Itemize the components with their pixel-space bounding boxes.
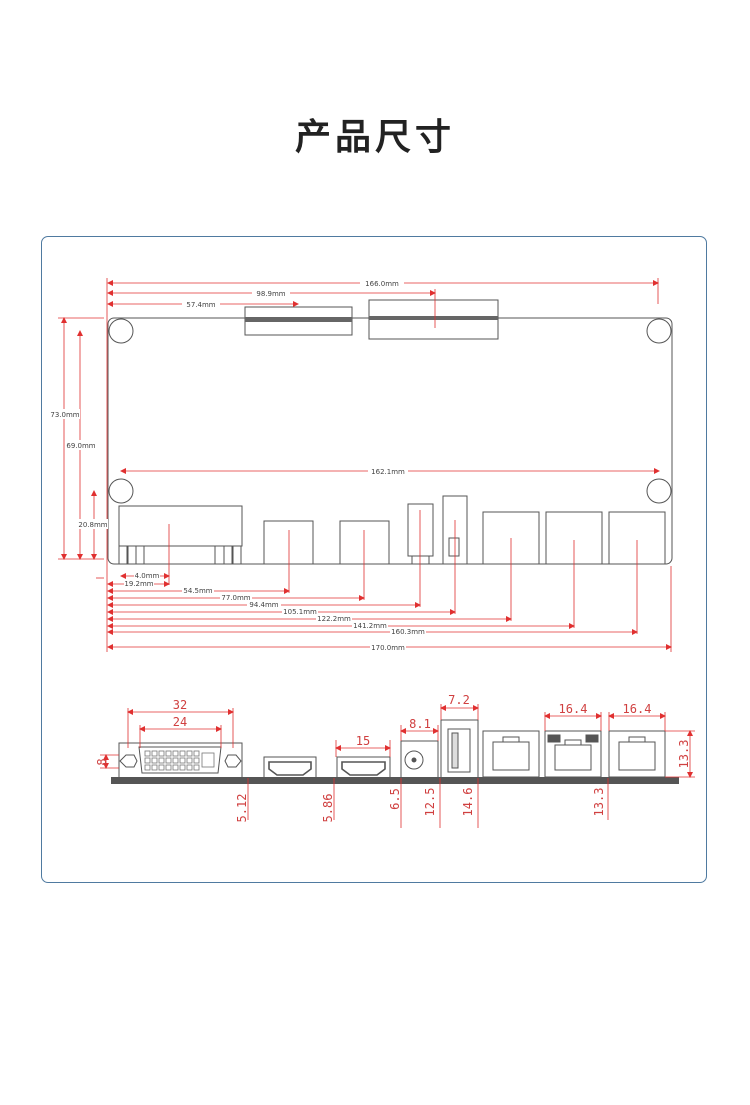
dim-170: 170.0mm (371, 644, 405, 652)
mount-hole-bottom-right (646, 478, 672, 504)
dim-w16-4-b: 16.4 (623, 702, 652, 716)
front-view (111, 719, 679, 784)
dc-jack-front (400, 740, 439, 779)
hdmi-port-2-topview (339, 520, 390, 565)
dc-jack-topview (407, 503, 434, 565)
dim-h13-3: 13.3 (677, 740, 691, 769)
dim-141-2: 141.2mm (353, 622, 387, 630)
dim-v5-12: 5.12 (235, 794, 249, 823)
dim-w8-1: 8.1 (409, 717, 431, 731)
connector-top-small (244, 306, 353, 336)
mount-hole-bottom-left (108, 478, 134, 504)
dim-v5-86: 5.86 (321, 794, 335, 823)
dim-69: 69.0mm (66, 442, 95, 450)
hdmi-port-1-topview (263, 520, 314, 565)
dim-w32: 32 (173, 698, 187, 712)
dim-v12-5: 12.5 (423, 788, 437, 817)
dim-57-4: 57.4mm (186, 301, 215, 309)
dim-98-9: 98.9mm (256, 290, 285, 298)
front-view-labels: 32 24 8 15 8.1 7.2 16.4 16.4 13.3 5.12 5… (95, 693, 691, 822)
dim-77: 77.0mm (221, 594, 250, 602)
dim-w16-4-a: 16.4 (559, 702, 588, 716)
dvi-port-front (118, 742, 243, 779)
dim-122-2: 122.2mm (317, 615, 351, 623)
dim-162-1: 162.1mm (371, 468, 405, 476)
dim-166: 166.0mm (365, 280, 399, 288)
front-view-dims (103, 705, 693, 778)
dim-94-4: 94.4mm (249, 601, 278, 609)
dim-h8: 8 (95, 758, 109, 765)
dim-54-5: 54.5mm (183, 587, 212, 595)
hdmi-port-1-front (263, 756, 317, 780)
board-outline (107, 317, 673, 565)
dim-v14-6: 14.6 (461, 788, 475, 817)
dim-105-1: 105.1mm (283, 608, 317, 616)
pcb-edge (111, 777, 679, 784)
rj45-port-3-front (608, 730, 666, 778)
top-view (107, 299, 673, 565)
dim-w7-2: 7.2 (448, 693, 470, 707)
page-title: 产品尺寸 (294, 117, 455, 158)
dim-v13-3: 13.3 (592, 788, 606, 817)
dim-160-3: 160.3mm (391, 628, 425, 636)
dim-20-8: 20.8mm (78, 521, 107, 529)
connector-top-large (368, 299, 499, 340)
rj45-port-2-front (544, 730, 602, 778)
dim-73: 73.0mm (50, 411, 79, 419)
usb-port-front (440, 719, 479, 780)
dim-4: 4.0mm (135, 572, 160, 580)
hdmi-port-2-front (336, 756, 391, 780)
mount-hole-top-left (108, 318, 134, 344)
mount-hole-top-right (646, 318, 672, 344)
port-center-lines (58, 278, 672, 652)
dvi-port-topview (118, 505, 243, 565)
dim-w15: 15 (356, 734, 370, 748)
top-view-labels: 166.0mm 98.9mm 57.4mm 162.1mm 73.0mm 69.… (50, 278, 426, 652)
dim-19-2: 19.2mm (124, 580, 153, 588)
dim-w24: 24 (173, 715, 187, 729)
dim-v6-5: 6.5 (388, 788, 402, 810)
rj45-port-1-front (482, 730, 540, 778)
